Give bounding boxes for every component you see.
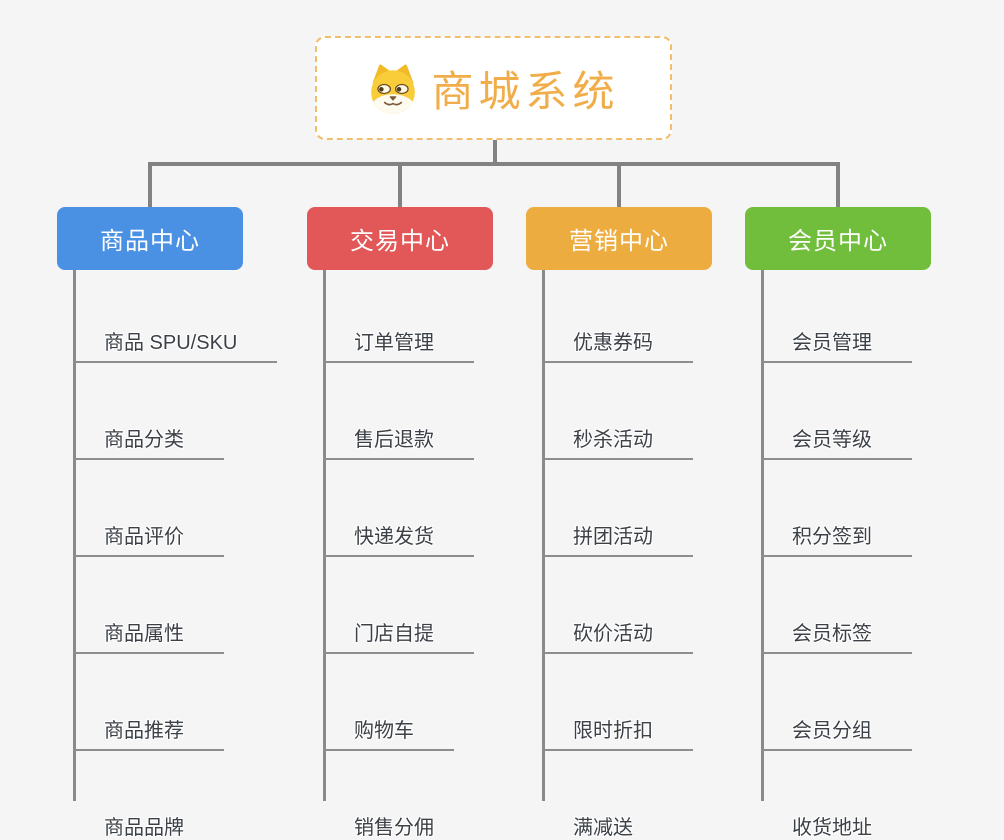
subtopic-node[interactable]: 商品品牌 xyxy=(73,751,224,840)
subtopic-node[interactable]: 门店自提 xyxy=(323,557,474,654)
dog-face-icon xyxy=(367,63,419,115)
root-connector-stub xyxy=(493,140,497,166)
subtopic-node[interactable]: 快递发货 xyxy=(323,460,474,557)
subtopic-node[interactable]: 销售分佣 xyxy=(323,751,474,840)
branch-items-column: 优惠券码秒杀活动拼团活动砍价活动限时折扣满减送 xyxy=(542,266,693,840)
branch-connector-line xyxy=(761,270,764,801)
subtopic-node[interactable]: 满减送 xyxy=(542,751,673,840)
subtopic-node[interactable]: 会员等级 xyxy=(761,363,912,460)
subtopic-node[interactable]: 商品分类 xyxy=(73,363,224,460)
connector-drop xyxy=(398,164,402,207)
subtopic-node[interactable]: 会员标签 xyxy=(761,557,912,654)
subtopic-node[interactable]: 会员管理 xyxy=(761,266,912,363)
subtopic-node[interactable]: 商品评价 xyxy=(73,460,224,557)
connector-drop xyxy=(617,164,621,207)
subtopic-node[interactable]: 商品推荐 xyxy=(73,654,224,751)
branch-items-column: 订单管理售后退款快递发货门店自提购物车销售分佣 xyxy=(323,266,474,840)
subtopic-node[interactable]: 限时折扣 xyxy=(542,654,693,751)
branch-connector-line xyxy=(73,270,76,801)
subtopic-node[interactable]: 会员分组 xyxy=(761,654,912,751)
branch-node[interactable]: 交易中心 xyxy=(307,207,493,270)
root-topic-title: 商城系统 xyxy=(431,67,620,115)
subtopic-node[interactable]: 砍价活动 xyxy=(542,557,693,654)
subtopic-node[interactable]: 积分签到 xyxy=(761,460,912,557)
branch-node[interactable]: 营销中心 xyxy=(526,207,712,270)
subtopic-node[interactable]: 秒杀活动 xyxy=(542,363,693,460)
subtopic-node[interactable]: 商品 SPU/SKU xyxy=(73,266,278,363)
connector-drop xyxy=(836,164,840,207)
subtopic-node[interactable]: 收货地址 xyxy=(761,751,912,840)
branch-connector-line xyxy=(542,270,545,801)
subtopic-node[interactable]: 优惠券码 xyxy=(542,266,693,363)
subtopic-node[interactable]: 购物车 xyxy=(323,654,454,751)
subtopic-node[interactable]: 商品属性 xyxy=(73,557,224,654)
subtopic-node[interactable]: 订单管理 xyxy=(323,266,474,363)
branch-connector-line xyxy=(323,270,326,801)
branch-node[interactable]: 会员中心 xyxy=(745,207,931,270)
root-topic-node[interactable]: 商城系统 xyxy=(315,36,672,140)
connector-drop xyxy=(148,164,152,207)
branches-horizontal-line xyxy=(148,162,840,166)
branch-node[interactable]: 商品中心 xyxy=(57,207,243,270)
branch-items-column: 会员管理会员等级积分签到会员标签会员分组收货地址 xyxy=(761,266,912,840)
subtopic-node[interactable]: 售后退款 xyxy=(323,363,474,460)
subtopic-node[interactable]: 拼团活动 xyxy=(542,460,693,557)
